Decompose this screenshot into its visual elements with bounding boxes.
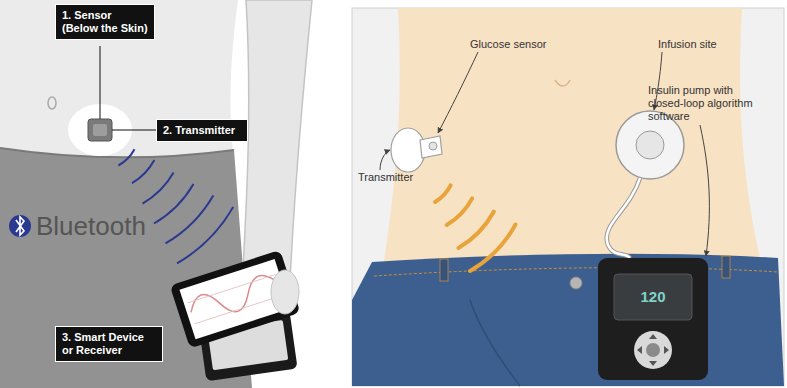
part-label: 120 — [614, 288, 692, 306]
panel-background — [0, 0, 345, 388]
panel-background — [352, 8, 784, 386]
callout-text: 3. Smart Device or Receiver — [62, 331, 156, 357]
wave-arc — [166, 196, 214, 244]
sensor-port — [429, 142, 437, 150]
waistband-stitch — [374, 268, 778, 276]
belt-loop — [440, 259, 448, 281]
belt-loop — [722, 256, 730, 278]
range-line — [195, 295, 282, 323]
bluetooth-logo — [9, 215, 31, 237]
wave-arc — [132, 160, 154, 183]
phone-body — [170, 250, 301, 349]
callout-text: 1. Sensor (Below the Skin) — [62, 9, 148, 35]
bluetooth-rune — [16, 217, 24, 235]
callout-box: 3. Smart Device or Receiver — [55, 326, 163, 362]
part-label: Transmitter — [358, 171, 438, 184]
part-label: Glucose sensor — [470, 38, 560, 51]
smartphone — [170, 250, 301, 349]
wave-arc — [143, 173, 174, 204]
pump-select-button — [646, 343, 660, 357]
wave-arc — [435, 185, 451, 202]
callout-box: 2. Transmitter — [156, 119, 248, 142]
jeans-button — [570, 277, 582, 289]
signal-waves — [118, 149, 233, 263]
insulin-pump — [598, 258, 708, 380]
wave-arc — [154, 184, 194, 224]
glucose-trace — [187, 271, 283, 325]
tubing — [607, 178, 640, 258]
part-label: Bluetooth — [36, 211, 186, 242]
sensor-device — [88, 119, 112, 141]
transmitter-device — [391, 128, 425, 172]
leader-arrow — [438, 52, 478, 133]
pump-keypad — [634, 331, 672, 369]
part-label: Infusion site — [658, 38, 738, 51]
belly-button — [555, 80, 570, 86]
glucose-sensor-device — [420, 136, 442, 158]
wave-arc — [447, 198, 473, 225]
pocket-seam — [470, 300, 520, 386]
leader-line — [112, 130, 156, 131]
wave-arc — [458, 212, 494, 249]
leader-arrow — [700, 125, 709, 256]
callout-text: 2. Transmitter — [163, 124, 241, 137]
signal-waves — [435, 185, 516, 271]
keypad-arrows — [637, 334, 669, 366]
sensor-face — [93, 124, 107, 136]
tubing-outline — [607, 178, 640, 258]
wave-arc — [118, 149, 134, 165]
leader-arrow — [380, 150, 390, 170]
belly-button — [48, 97, 56, 109]
wave-arc — [470, 225, 516, 272]
wave-arc — [177, 207, 233, 263]
jeans — [352, 254, 784, 386]
hand — [271, 270, 299, 314]
range-line — [188, 274, 275, 302]
infusion-cannula — [636, 131, 664, 159]
pump-screen — [614, 274, 692, 320]
arm — [242, 0, 312, 286]
part-label: Insulin pump with closed-loop algorithm … — [648, 84, 756, 123]
leader-line — [100, 46, 101, 119]
callout-box: 1. Sensor (Below the Skin) — [55, 4, 155, 40]
